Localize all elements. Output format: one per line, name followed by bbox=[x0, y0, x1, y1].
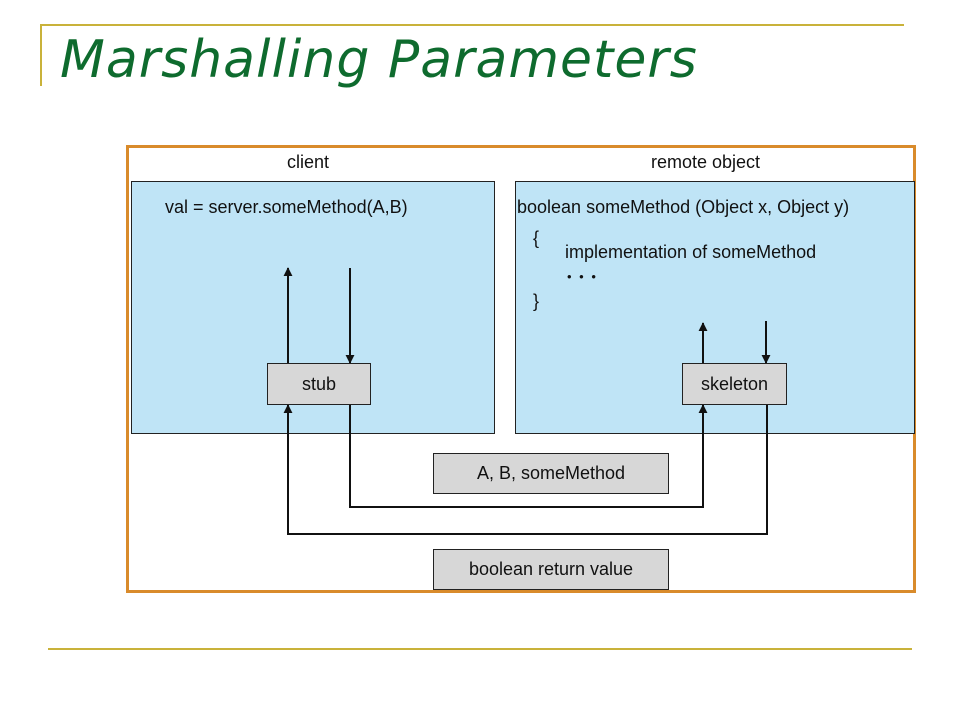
request-message-box: A, B, someMethod bbox=[433, 453, 669, 494]
client-method-call: val = server.someMethod(A,B) bbox=[165, 197, 408, 217]
top-left-accent-vertical bbox=[40, 24, 42, 86]
slide-title: Marshalling Parameters bbox=[60, 30, 698, 90]
response-path bbox=[283, 403, 768, 535]
remote-object-label: remote object bbox=[651, 152, 761, 172]
skeleton-box: skeleton bbox=[682, 363, 787, 405]
top-accent-rule bbox=[40, 24, 904, 26]
close-brace: } bbox=[533, 291, 540, 311]
remote-method-signature: boolean someMethod (Object x, Object y) bbox=[517, 197, 850, 217]
rmi-marshalling-diagram: client remote object val = server.someMe… bbox=[126, 145, 916, 593]
implementation-text: implementation of someMethod bbox=[565, 242, 817, 262]
request-path bbox=[349, 403, 708, 508]
open-brace: { bbox=[533, 228, 540, 248]
connector-arrows bbox=[283, 267, 771, 535]
client-label: client bbox=[287, 152, 330, 172]
bottom-accent-rule bbox=[48, 648, 912, 650]
stub-box: stub bbox=[267, 363, 371, 405]
response-message-box: boolean return value bbox=[433, 549, 669, 590]
ellipsis: • • • bbox=[567, 269, 598, 284]
